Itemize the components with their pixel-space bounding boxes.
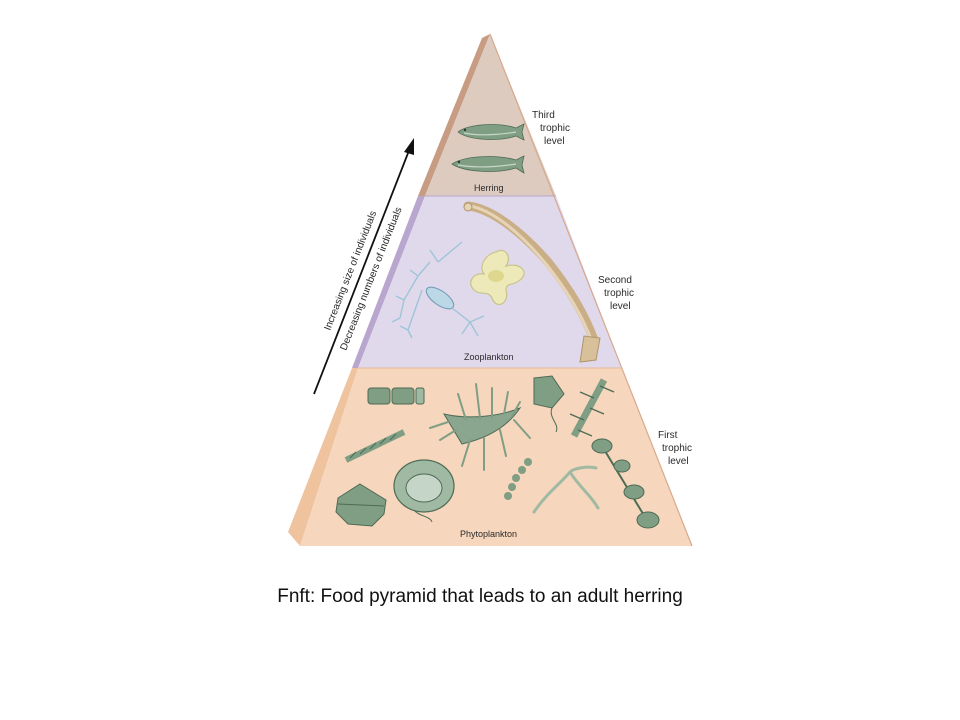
third-level-label: Third trophic level — [532, 110, 573, 147]
diatom-chain-icon — [367, 387, 425, 405]
trend-arrow-head — [404, 138, 414, 155]
herring-icon — [457, 123, 525, 141]
dumbbell-chain-icon — [591, 438, 660, 529]
pyramid-side-second — [352, 196, 425, 368]
herring-band-label: Herring — [474, 183, 504, 193]
pyramid-edge — [489, 33, 693, 547]
diatom-filament-icon — [344, 429, 406, 463]
larva-icon — [470, 249, 525, 306]
herring-icon — [451, 155, 525, 174]
trend-arrow-shaft — [313, 147, 411, 395]
bead-chain-icon — [504, 458, 532, 500]
tripod-diatom-icon — [532, 465, 600, 514]
pyramid-level-third — [425, 34, 556, 196]
phytoplankton-band-label: Phytoplankton — [460, 529, 517, 539]
spiny-diatom-icon — [429, 383, 531, 471]
arrow-worm-icon — [463, 201, 601, 363]
zooplankton-band-label: Zooplankton — [464, 352, 514, 362]
dinoflagellate-icon — [533, 375, 565, 433]
pyramid-side-third — [418, 34, 490, 196]
second-level-label: Second trophic level — [598, 275, 637, 312]
figure-caption: Fnft: Food pyramid that leads to an adul… — [277, 586, 683, 607]
chaetoceros-icon — [569, 378, 615, 438]
peridinium-icon — [335, 483, 387, 527]
pyramid-side-first — [288, 368, 358, 546]
copepod-icon — [391, 241, 485, 339]
coccolith-icon — [393, 459, 455, 523]
first-level-label: First trophic level — [658, 430, 695, 467]
